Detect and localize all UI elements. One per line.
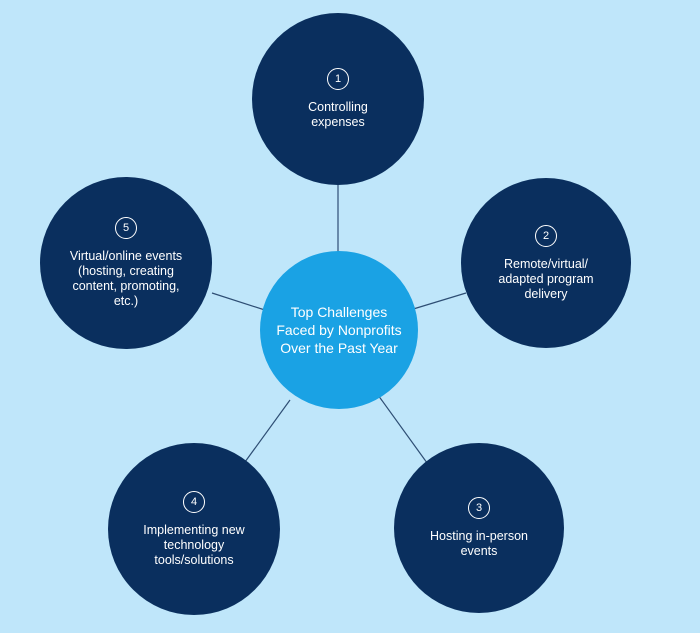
number-badge: 2 — [535, 224, 557, 247]
number-badge: 3 — [468, 497, 490, 519]
connector-2 — [409, 292, 467, 311]
number-badge: 4 — [183, 490, 205, 513]
connector-5 — [211, 292, 269, 312]
challenge-node-2: 2 Remote/virtual/ adapted program delive… — [461, 178, 631, 348]
number-badge: 5 — [115, 217, 137, 239]
number-badge: 1 — [327, 68, 349, 90]
challenge-label: Remote/virtual/ adapted program delivery — [498, 256, 594, 301]
challenge-label: Implementing new technology tools/soluti… — [143, 522, 245, 567]
challenge-label: Controlling expenses — [308, 100, 368, 129]
challenge-node-5: 5 Virtual/online events (hosting, creati… — [40, 177, 212, 349]
center-title: Top Challenges Faced by Nonprofits Over … — [276, 304, 402, 356]
challenge-node-1: 1 Controlling expenses — [252, 13, 424, 185]
connector-3 — [377, 394, 431, 468]
challenge-node-3: 3 Hosting in-person events — [394, 443, 564, 613]
challenge-label: Virtual/online events (hosting, creating… — [69, 249, 183, 308]
center-topic: Top Challenges Faced by Nonprofits Over … — [260, 251, 418, 409]
challenge-node-4: 4 Implementing new technology tools/solu… — [108, 443, 280, 615]
challenge-label: Hosting in-person events — [430, 529, 528, 558]
